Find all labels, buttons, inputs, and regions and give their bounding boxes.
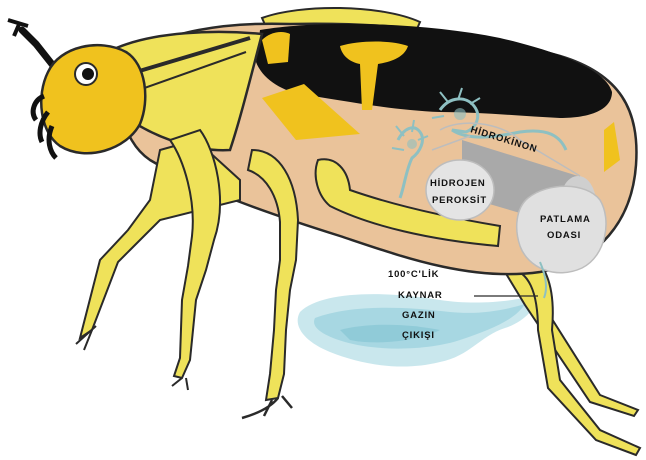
peroxide-reservoir-end — [426, 160, 494, 220]
peroxide-label-line1: HİDROJEN — [430, 178, 486, 189]
chamber-label-line2: ODASI — [547, 230, 581, 241]
peroxide-label-line2: PEROKSİT — [432, 195, 487, 206]
gas-label-line1: 100°C'LİK — [388, 269, 439, 280]
antenna — [8, 20, 55, 68]
gas-label-line4: ÇIKIŞI — [402, 330, 435, 341]
gas-label-line3: GAZIN — [402, 310, 436, 321]
gas-label-line2: KAYNAR — [398, 290, 443, 301]
chamber-label-line1: PATLAMA — [540, 214, 591, 225]
